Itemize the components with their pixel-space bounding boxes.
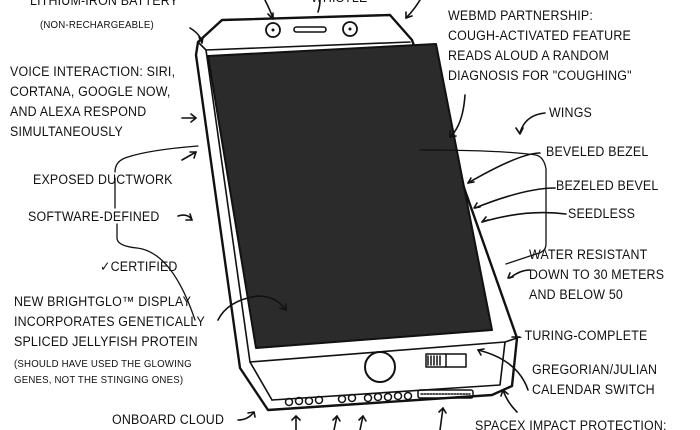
label-line: WebMD Partnership: [448, 8, 594, 23]
pointer-arrows [177, 0, 567, 430]
camera-left-icon [265, 22, 281, 38]
label-line: Gregorian/Julian [532, 362, 658, 377]
label-line: New BrightGlo™ display [14, 294, 192, 309]
label-line: Water resistant [529, 247, 648, 262]
label-line: reads aloud a random [448, 48, 610, 63]
phone-screen [207, 43, 493, 349]
label-line: diagnosis for "coughing" [448, 68, 632, 83]
label-battery: Lithium-Iron Battery [30, 0, 179, 8]
label-line: simultaneously [10, 124, 124, 139]
label-bezeled-bevel: Bezeled bevel [556, 178, 659, 193]
label-line: Cough-activated feature [448, 28, 631, 43]
label-line: incorporates genetically [14, 314, 205, 329]
label-line: calendar switch [532, 382, 655, 397]
label-line: and Alexa respond [10, 104, 147, 119]
label-display: New BrightGlo™ display incorporates gene… [14, 292, 205, 352]
label-software: Software-defined [28, 209, 160, 224]
label-display-note: (Should have used the glowing genes, not… [14, 356, 192, 388]
label-battery-note: (Non-Rechargeable) [40, 19, 154, 31]
label-line: down to 30 meters [529, 267, 665, 282]
label-spacex: SpaceX impact protection: [475, 418, 667, 430]
label-wings: Wings [549, 105, 593, 120]
home-button [364, 351, 396, 383]
camera-right-icon [342, 21, 358, 37]
label-calendar: Gregorian/Julian calendar switch [532, 360, 657, 400]
label-voice: Voice interaction: Siri, Cortana, Google… [10, 62, 175, 142]
bracket-lines [114, 145, 547, 321]
label-cloud: Onboard cloud [112, 412, 225, 427]
label-beveled-bezel: Beveled bezel [546, 144, 649, 159]
label-line: (Should have used the glowing [14, 358, 192, 370]
calendar-switch [425, 353, 467, 368]
label-line: Voice interaction: Siri, [10, 64, 176, 79]
bottom-ports [284, 389, 474, 407]
label-line: and below 50 [529, 287, 624, 302]
label-ductwork: Exposed ductwork [33, 172, 173, 187]
label-line: genes, not the stinging ones) [14, 374, 184, 386]
label-webmd: WebMD Partnership: Cough-activated featu… [448, 6, 632, 86]
label-line: Cortana, Google Now, [10, 84, 171, 99]
label-seedless: Seedless [568, 206, 636, 221]
label-line: spliced jellyfish protein [14, 334, 198, 349]
label-turing: ←Turing-complete [512, 328, 648, 343]
phone-body [194, 13, 519, 412]
label-water: Water resistant down to 30 meters and be… [529, 245, 664, 305]
label-whistle: Whistle [311, 0, 367, 8]
label-certified: ✓Certified [100, 259, 178, 274]
speaker-grille [293, 26, 327, 33]
